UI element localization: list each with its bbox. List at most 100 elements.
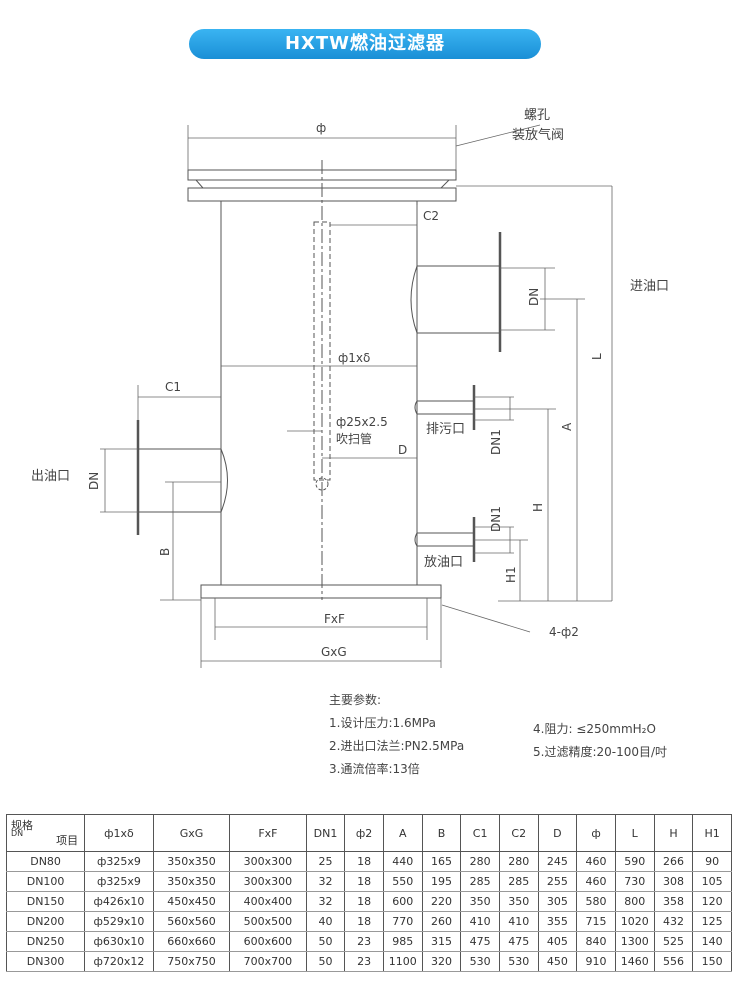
table-cell: 405 [537, 931, 578, 952]
table-cell: 120 [692, 891, 732, 912]
col-header: DN1 [305, 814, 346, 852]
col-header: ф [576, 814, 616, 852]
h-label: H [531, 503, 545, 512]
filter-technical-drawing: ф 螺孔 装放气阀 C2 进油口 DN L ф1xδ C1 A ф25x2.5 … [31, 108, 669, 668]
row-spec-cell: DN200 [5, 911, 86, 932]
table-cell: 400x400 [229, 891, 307, 912]
corner-dn-label: DN [11, 829, 24, 838]
table-cell: ф720x12 [84, 951, 154, 972]
table-cell: 165 [421, 851, 462, 872]
table-cell: 50 [305, 951, 346, 972]
table-cell: 530 [460, 951, 500, 972]
table-cell: 140 [692, 931, 732, 952]
main-params-right: 4.阻力: ≤250mmH₂O 5.过滤精度:20-100目/吋 [533, 718, 667, 764]
param-item: 5.过滤精度:20-100目/吋 [533, 745, 668, 759]
col-header: H [653, 814, 694, 852]
table-cell: ф529x10 [84, 911, 154, 932]
dn1-drain-label: DN1 [489, 429, 503, 455]
table-corner-cell: 规格 DN 项目 [5, 814, 86, 852]
blow-pipe-size-label: ф25x2.5 [336, 415, 388, 429]
table-cell: 450 [537, 951, 578, 972]
table-cell: 300x300 [229, 851, 307, 872]
table-cell: 432 [653, 911, 694, 932]
table-cell: 410 [460, 911, 500, 932]
table-cell: 580 [576, 891, 616, 912]
table-cell: 355 [537, 911, 578, 932]
table-cell: 350x350 [152, 851, 231, 872]
table-cell: 550 [382, 871, 423, 892]
table-cell: 266 [653, 851, 694, 872]
outlet-label: 出油口 [31, 469, 70, 484]
table-cell: 475 [498, 931, 539, 952]
drain-label: 排污口 [426, 422, 465, 437]
col-header: C2 [498, 814, 539, 852]
bolt-holes-label: 4-ф2 [549, 625, 579, 639]
table-cell: 500x500 [229, 911, 307, 932]
dn-outlet-label: DN [87, 472, 101, 490]
gxg-label: GxG [321, 645, 347, 659]
col-header: ф2 [344, 814, 384, 852]
bottom-base [200, 584, 442, 599]
phi-label: ф [316, 121, 326, 135]
table-cell: 530 [498, 951, 539, 972]
table-cell: 770 [382, 911, 423, 932]
table-cell: 350x350 [152, 871, 231, 892]
table-header-row: 规格 DN 项目 ф1xδ GxG FxF DN1 ф2 A B C1 C2 D… [5, 814, 732, 852]
row-spec-cell: DN150 [5, 891, 86, 912]
col-header: L [614, 814, 655, 852]
table-cell: 32 [305, 871, 346, 892]
table-cell: 90 [692, 851, 732, 872]
table-cell: 220 [421, 891, 462, 912]
c1-label: C1 [165, 380, 181, 394]
table-cell: 25 [305, 851, 346, 872]
col-header: ф1xδ [84, 814, 154, 852]
a-label: A [560, 422, 574, 431]
params-heading: 主要参数: [329, 693, 382, 707]
main-params-left: 主要参数: 1.设计压力:1.6MPa 2.进出口法兰:PN2.5MPa 3.通… [329, 689, 464, 781]
screw-hole-label: 螺孔 [524, 108, 550, 123]
table-cell: 560x560 [152, 911, 231, 932]
table-cell: 660x660 [152, 931, 231, 952]
corner-item-label: 项目 [56, 834, 79, 847]
table-cell: 50 [305, 931, 346, 952]
param-item: 1.设计压力:1.6MPa [329, 716, 436, 730]
table-cell: 255 [537, 871, 578, 892]
table-cell: 525 [653, 931, 694, 952]
table-cell: 300x300 [229, 871, 307, 892]
col-header: GxG [152, 814, 231, 852]
spec-table: 规格 DN 项目 ф1xδ GxG FxF DN1 ф2 A B C1 C2 D… [5, 814, 732, 972]
table-cell: 32 [305, 891, 346, 912]
table-cell: 305 [537, 891, 578, 912]
col-header: C1 [460, 814, 500, 852]
table-cell: 18 [344, 911, 384, 932]
table-cell: 410 [498, 911, 539, 932]
d-label: D [398, 443, 407, 457]
top-flange-notch-left [188, 179, 205, 189]
row-spec-cell: DN250 [5, 931, 86, 952]
table-cell: ф325x9 [84, 871, 154, 892]
table-cell: 40 [305, 911, 346, 932]
table-cell: 460 [576, 871, 616, 892]
table-cell: 315 [421, 931, 462, 952]
col-header: B [421, 814, 462, 852]
table-cell: 700x700 [229, 951, 307, 972]
c2-label: C2 [423, 209, 439, 223]
table-cell: 985 [382, 931, 423, 952]
table-cell: 195 [421, 871, 462, 892]
table-cell: 350 [498, 891, 539, 912]
row-spec-cell: DN300 [5, 951, 86, 972]
table-cell: 910 [576, 951, 616, 972]
inlet-curve [410, 265, 418, 334]
table-cell: 590 [614, 851, 655, 872]
table-cell: 358 [653, 891, 694, 912]
dn-inlet-label: DN [527, 288, 541, 306]
inlet-label: 进油口 [630, 279, 669, 294]
table-cell: 450x450 [152, 891, 231, 912]
table-cell: 1300 [614, 931, 655, 952]
col-header: D [537, 814, 578, 852]
